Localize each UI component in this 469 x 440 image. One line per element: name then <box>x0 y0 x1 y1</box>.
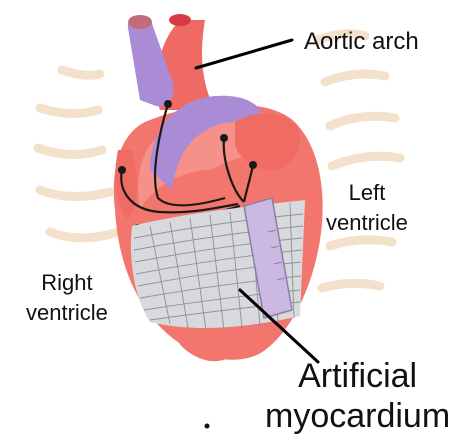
stray-dot <box>205 424 210 429</box>
label-left-ventricle-line-1: Left <box>326 178 408 208</box>
label-left-ventricle-line-2: ventricle <box>326 208 408 238</box>
label-right-ventricle-line-1: Right <box>26 268 108 298</box>
label-artificial-myocardium: Artificial myocardium <box>265 356 450 436</box>
label-right-ventricle: Right ventricle <box>26 268 108 328</box>
label-artificial-myocardium-line-2: myocardium <box>265 396 450 436</box>
label-right-ventricle-line-2: ventricle <box>26 298 108 328</box>
label-aortic-arch: Aortic arch <box>304 28 419 56</box>
label-artificial-myocardium-line-1: Artificial <box>265 356 450 396</box>
label-left-ventricle: Left ventricle <box>326 178 408 238</box>
